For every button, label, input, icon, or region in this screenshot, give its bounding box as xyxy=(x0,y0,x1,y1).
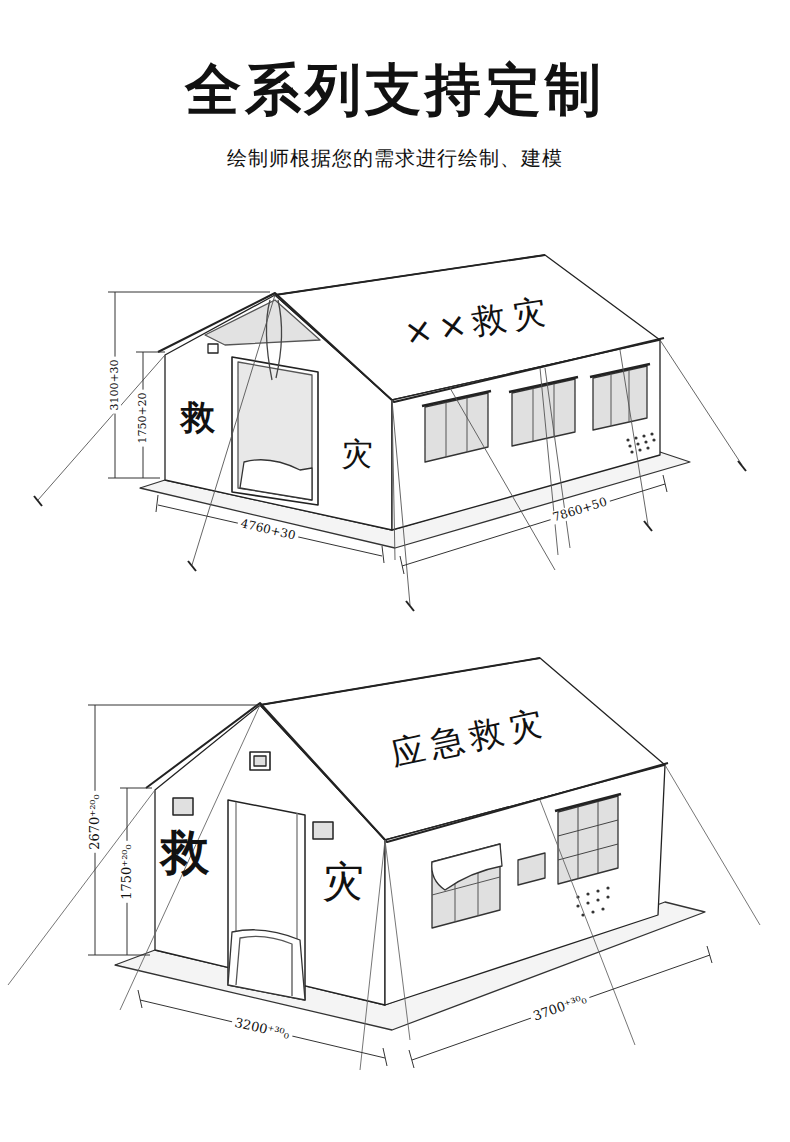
wall-text: 灾 xyxy=(322,859,364,905)
dimension: 3100+30 xyxy=(109,356,121,413)
page-subtitle: 绘制师根据您的需求进行绘制、建模 xyxy=(227,147,563,169)
dimension: 2670⁺²⁰₀ xyxy=(88,791,102,853)
dimension: 3200⁺³⁰₀ xyxy=(230,1015,293,1043)
wall-text: 灾 xyxy=(341,437,373,472)
page-title: 全系列支持定制 xyxy=(185,59,605,121)
wall-text: 救 xyxy=(181,399,215,436)
dimension: 1750+20 xyxy=(137,389,149,446)
wall-text: 救 xyxy=(161,826,209,879)
dimension: 1750⁺²⁰₀ xyxy=(120,841,134,903)
dimension: 3700⁺³⁰₀ xyxy=(529,991,592,1025)
